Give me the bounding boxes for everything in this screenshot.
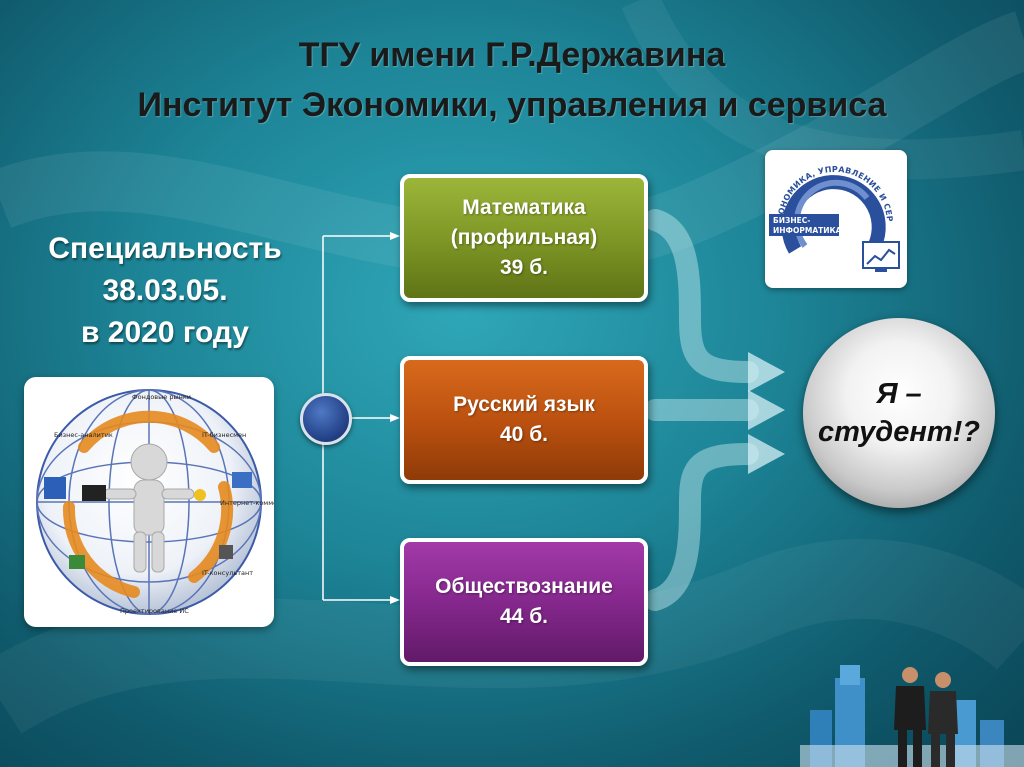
specialty-year: в 2020 году [81,316,249,349]
title-line-university: ТГУ имени Г.Р.Державина [298,36,726,74]
logo-icon: ЭКОНОМИКА, УПРАВЛЕНИЕ И СЕРВИС БИЗНЕС- И… [762,143,900,272]
logo-label: БИЗНЕС- [773,216,810,225]
result-ball: Я – студент!? [803,318,995,508]
subject-name: Математика [462,196,586,219]
institute-logo: ЭКОНОМИКА, УПРАВЛЕНИЕ И СЕРВИС БИЗНЕС- И… [762,143,907,288]
globe-label: Проектирование ИС [120,607,189,615]
specialty-code: 38.03.05. [102,274,228,307]
branch-node [300,393,352,445]
subject-score: 40 б. [500,423,548,446]
business-people-illustration [800,665,1024,767]
subject-name-detail: (профильная) [450,226,598,249]
globe-label: IT-консультант [202,569,253,577]
page-title: ТГУ имени Г.Р.Державина Институт Экономи… [0,30,1024,130]
subject-box-russian: Русский язык 40 б. [400,356,648,484]
globe-label: Интернет-коммерция [220,499,274,507]
subject-name: Русский язык [453,393,595,416]
subject-box-math: Математика (профильная) 39 б. [400,174,648,302]
globe-illustration: Фондовые рынки Бизнес-аналитик IT-бизнес… [24,377,294,627]
globe-icon: Фондовые рынки Бизнес-аналитик IT-бизнес… [36,389,294,615]
subject-score: 44 б. [500,605,548,628]
title-line-institute: Институт Экономики, управления и сервиса [137,86,887,124]
subject-name: Обществознание [435,575,613,598]
subject-score: 39 б. [500,256,548,279]
subject-box-social-studies: Обществознание 44 б. [400,538,648,666]
globe-label: Фондовые рынки [132,393,191,401]
specialty-text: Специальность 38.03.05. в 2020 году [20,228,310,354]
result-line: студент!? [817,416,981,448]
result-line: Я – [876,378,922,410]
specialty-label: Специальность [48,232,282,265]
globe-label: Бизнес-аналитик [54,431,113,439]
globe-label: IT-бизнесмен [202,431,246,439]
logo-label: ИНФОРМАТИКА [773,226,842,235]
